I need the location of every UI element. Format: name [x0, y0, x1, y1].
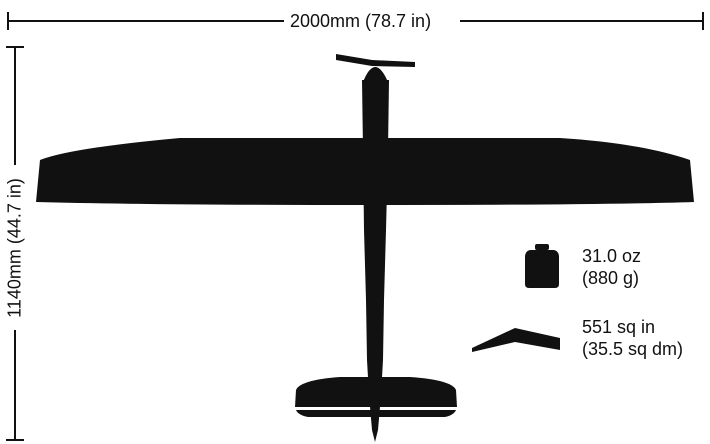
- horizontal-stabilizer: [295, 377, 457, 407]
- wing-area-icon: [472, 328, 560, 352]
- wing-area-value: 551 sq in: [582, 317, 656, 337]
- weight-value-metric: (880 g): [582, 268, 640, 288]
- length-dimension-line: [6, 46, 24, 441]
- wing-area-value-metric: (35.5 sq dm): [582, 339, 684, 359]
- fuselage: [362, 80, 389, 395]
- glider-silhouette: [36, 54, 694, 442]
- wingspan-dimension-line: [7, 12, 704, 30]
- nose: [363, 67, 388, 82]
- length-label: 1140mm (44.7 in): [4, 175, 26, 321]
- main-wing: [36, 138, 694, 205]
- tail-cone: [369, 395, 381, 442]
- weight-value: 31.0 oz: [582, 246, 642, 266]
- weight-icon: [525, 244, 559, 288]
- propeller: [336, 54, 415, 67]
- wingspan-label: 2000mm (78.7 in): [287, 11, 435, 32]
